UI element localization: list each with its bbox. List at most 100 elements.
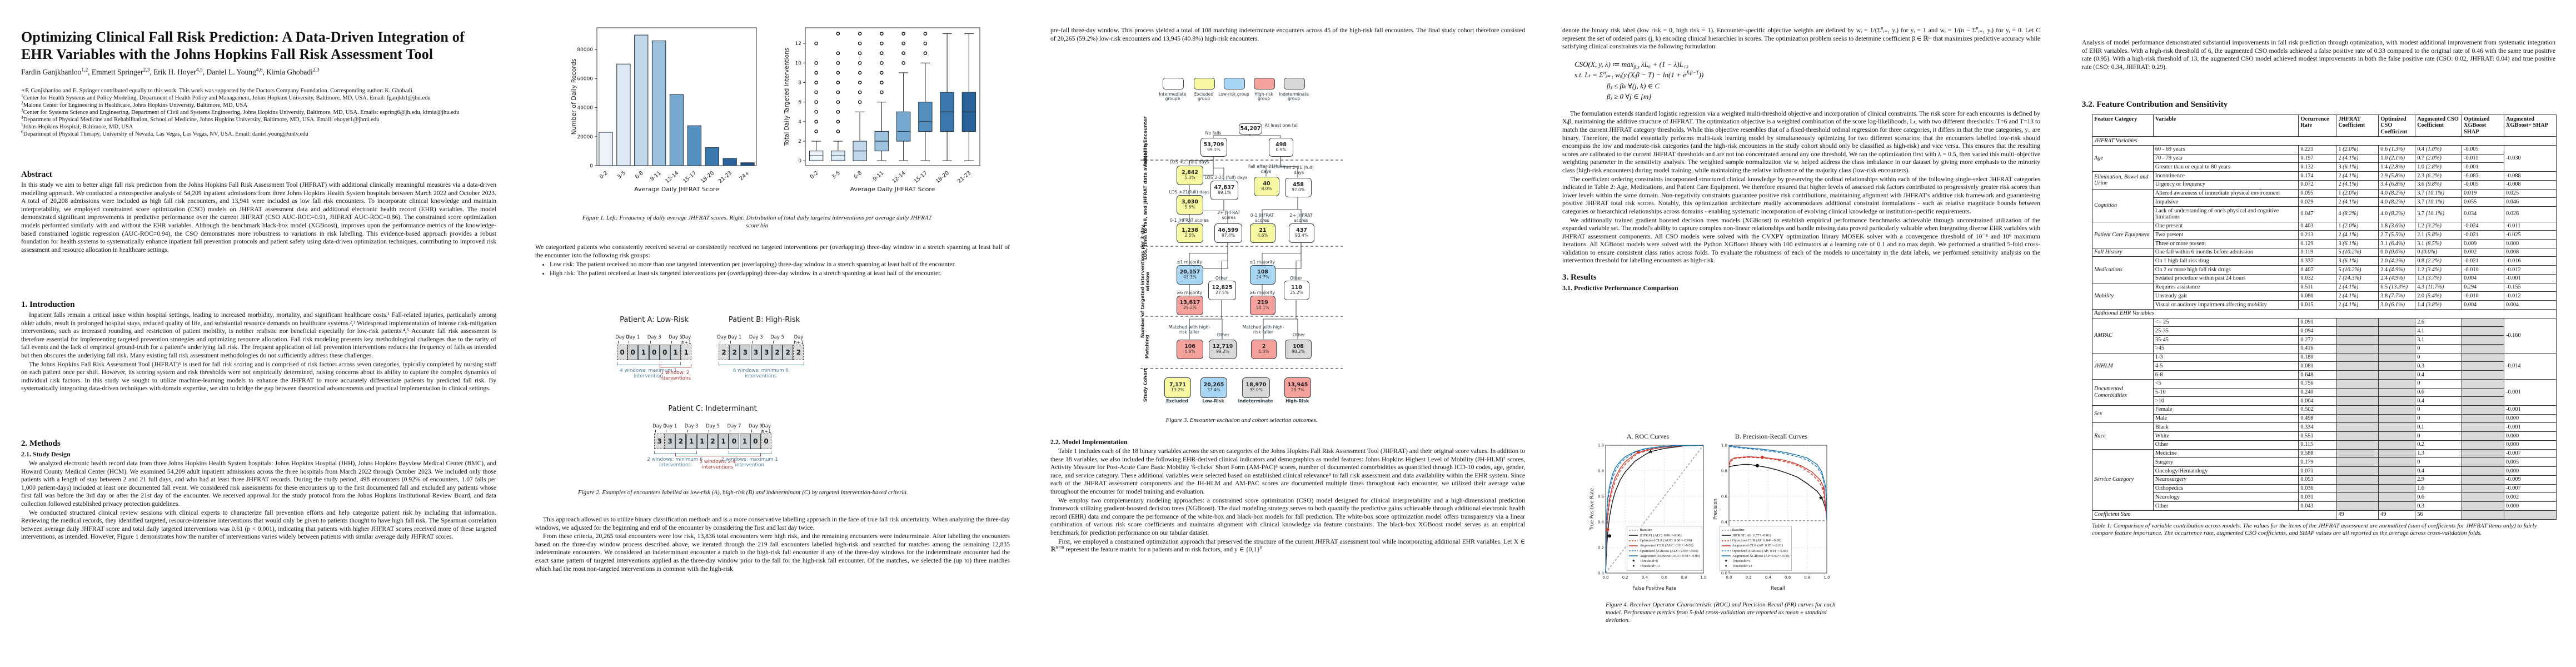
table-cell: -0.007 xyxy=(2504,449,2557,459)
table-header-cell: Occurrence Rate xyxy=(2298,114,2337,137)
flow-node-value: 13,617 xyxy=(1179,300,1200,306)
flow-node-label: Indeterminate xyxy=(1238,398,1273,404)
table-cell xyxy=(2336,387,2379,397)
intervention-count-cell: 2 xyxy=(729,345,740,360)
legend-label: Optimized CLR (AUC: 0.90+/-0.00) xyxy=(1640,538,1692,542)
svg-text:0.4: 0.4 xyxy=(1642,575,1648,580)
table-cell: -0.008 xyxy=(2504,180,2557,190)
intervention-count-cell: 0 xyxy=(729,434,740,449)
day-label: Day 1 xyxy=(728,335,742,340)
table-cell: 35-45 xyxy=(2153,335,2299,345)
table-cell: 0.004 xyxy=(2298,396,2337,406)
svg-text:★: ★ xyxy=(1648,449,1653,455)
footnote-line: ∗F. Ganjkhanloo and E. Springer contribu… xyxy=(21,88,414,94)
table-cell: 1 (2.0%) xyxy=(2336,188,2379,198)
legend-item: Augmented CLR (AP: 0.85+/-0.01) xyxy=(1721,543,1790,548)
table-cell: 2.4 (4.9%) xyxy=(2378,265,2416,275)
table-cell: 0.511 xyxy=(2298,282,2337,292)
legend-label: Threshold=13 xyxy=(1640,564,1660,569)
table-cell: -0.011 xyxy=(2462,153,2505,163)
table-cell: Medications xyxy=(2092,256,2154,283)
svg-text:0: 0 xyxy=(798,158,801,164)
table-cell xyxy=(2336,326,2379,336)
flow-row-label: Study Cohort xyxy=(1142,368,1148,402)
legend-item: Optimized CLR (AUC: 0.90+/-0.00) xyxy=(1629,538,1700,543)
legend-line-sample xyxy=(1629,544,1638,547)
paragraph: We conducted structured clinical review … xyxy=(21,509,496,541)
table-cell: 0.416 xyxy=(2298,344,2337,354)
table-cell xyxy=(2378,422,2416,432)
flow-node-value: 108 xyxy=(1257,269,1268,276)
table-cell xyxy=(2336,344,2379,354)
table-cell xyxy=(2462,405,2505,415)
table-cell: 1.2 (3.4%) xyxy=(2415,265,2463,275)
table-cell xyxy=(2336,422,2379,432)
table-cell: Documented Comorbidities xyxy=(2092,379,2154,406)
table-cell: 2 (4.1%) xyxy=(2336,153,2379,163)
flow-node-value: 18,970 xyxy=(1245,382,1267,389)
study-design-text: We analyzed electronic health record dat… xyxy=(21,460,496,541)
legend-item: Baseline xyxy=(1721,527,1790,532)
legend-label: Intermediate groupe xyxy=(1159,92,1187,102)
legend-line-sample xyxy=(1721,529,1731,532)
intervention-count-cell: 2 xyxy=(783,345,794,360)
table-cell: 0.053 xyxy=(2298,475,2337,485)
legend-label: Optimized XGBoost (AUC: 0.93+/-0.00) xyxy=(1640,549,1698,553)
table-cell: 4.0 (8.2%) xyxy=(2378,206,2416,222)
table-cell xyxy=(2336,414,2379,424)
table-cell: 0.294 xyxy=(2462,282,2505,292)
figure-4-pr-chart: B. Precision-Recall Curves0.00.00.20.20.… xyxy=(1712,432,1830,597)
bracket xyxy=(729,451,772,454)
table-cell: 0 xyxy=(2415,457,2463,467)
table-cell: 0.119 xyxy=(2298,247,2337,257)
legend-item: Optimized XGBoost (AUC: 0.93+/-0.00) xyxy=(1629,549,1700,554)
table-cell: 0.002 xyxy=(2504,492,2557,502)
table-cell xyxy=(2336,466,2379,476)
flow-node-value: 2 xyxy=(1262,344,1266,350)
page-title: Optimizing Clinical Fall Risk Prediction… xyxy=(21,29,465,62)
table-cell xyxy=(2462,414,2505,424)
table-cell: 56 xyxy=(2415,510,2463,520)
table-cell xyxy=(2378,431,2416,441)
table-cell xyxy=(2462,396,2505,406)
table-cell: 3.1 (6.4%) xyxy=(2378,239,2416,248)
legend-swatch xyxy=(1254,78,1275,89)
svg-text:★: ★ xyxy=(1818,495,1824,501)
bracket-annotation: 2 windows: maximum 1 intervention xyxy=(721,457,778,468)
table-cell xyxy=(2336,475,2379,485)
flow-node-value: 40 xyxy=(1263,181,1270,187)
table-cell: 0.095 xyxy=(2298,188,2337,198)
flow-node-label: 0-1 JHFRAT scores xyxy=(1170,218,1209,223)
flow-node-label: Matched with high-risk faller xyxy=(1168,325,1210,335)
intervention-count-cell: 0 xyxy=(649,345,660,360)
table-cell: 5 (10.2%) xyxy=(2336,265,2379,275)
abstract-heading: Abstract xyxy=(21,170,52,179)
results-heading: 3. Results xyxy=(1562,273,1597,282)
optimization-section: denote the binary risk label (low risk =… xyxy=(1562,26,2040,293)
table-cell: 25-35 xyxy=(2153,326,2299,336)
table-cell: 0.004 xyxy=(2504,300,2557,310)
day-tick xyxy=(650,341,651,344)
footnote-line: 6Department of Physical Therapy, Univers… xyxy=(21,129,308,137)
svg-text:0.0: 0.0 xyxy=(1602,575,1608,580)
table-cell xyxy=(2462,466,2505,476)
svg-text:10: 10 xyxy=(795,61,802,66)
flow-node-pct: 0.9% xyxy=(1275,147,1287,153)
table-cell: One fall within 6 months before admissio… xyxy=(2153,247,2299,257)
svg-text:Average Daily JHFRAT Score: Average Daily JHFRAT Score xyxy=(634,186,719,193)
svg-text:1.0: 1.0 xyxy=(1721,444,1727,448)
table-cell: 2 (4.1%) xyxy=(2336,171,2379,181)
flow-node-pct: 99.2% xyxy=(1216,349,1229,355)
svg-text:60000: 60000 xyxy=(577,76,593,82)
table-cell: -0.001 xyxy=(2462,162,2505,172)
